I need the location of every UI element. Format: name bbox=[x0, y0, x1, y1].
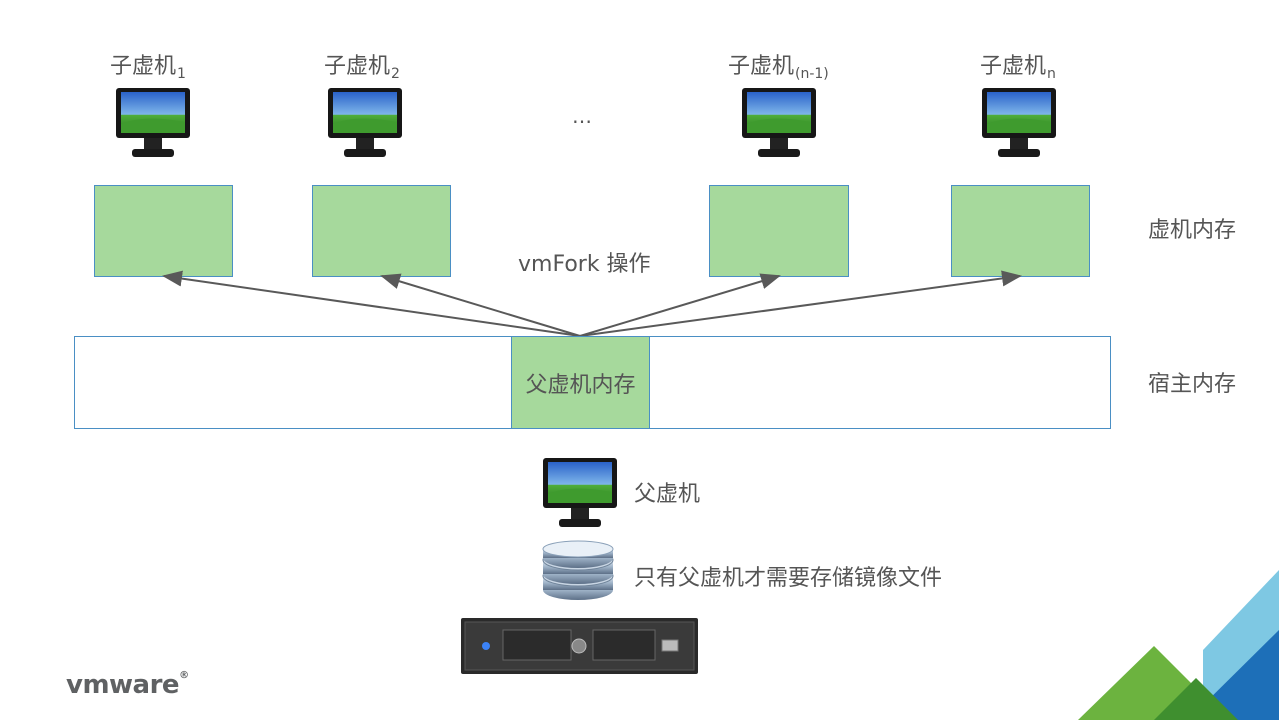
arrow-to-child-n-1 bbox=[579, 273, 781, 337]
ellipsis: … bbox=[572, 104, 592, 128]
child-vm-n-label: 子虚机n bbox=[980, 54, 1056, 82]
parent-vm-memory: 父虚机内存 bbox=[511, 337, 650, 428]
arrow-to-child-2 bbox=[380, 273, 581, 337]
vmware-logo: vmware® bbox=[66, 670, 189, 700]
host-memory-label: 宿主内存 bbox=[1148, 372, 1237, 397]
corner-decoration bbox=[1078, 570, 1279, 720]
child-vm-n-memory bbox=[951, 185, 1090, 277]
child-vm-2-label: 子虚机2 bbox=[324, 54, 400, 82]
child-vm-n-1-label: 子虚机(n-1) bbox=[728, 54, 829, 82]
monitor-icon bbox=[541, 456, 619, 532]
storage-note: 只有父虚机才需要存储镜像文件 bbox=[634, 566, 943, 591]
child-vm-1-label: 子虚机1 bbox=[110, 54, 186, 82]
parent-vm-memory-label: 父虚机内存 bbox=[525, 372, 636, 398]
database-icon bbox=[542, 540, 614, 600]
arrow-to-child-n bbox=[579, 270, 1022, 337]
parent-vm-label: 父虚机 bbox=[634, 482, 701, 507]
vmfork-operation-label: vmFork 操作 bbox=[518, 252, 651, 277]
arrow-to-child-1 bbox=[162, 270, 581, 337]
vm-memory-label: 虚机内存 bbox=[1148, 218, 1237, 243]
server-icon bbox=[461, 618, 698, 674]
